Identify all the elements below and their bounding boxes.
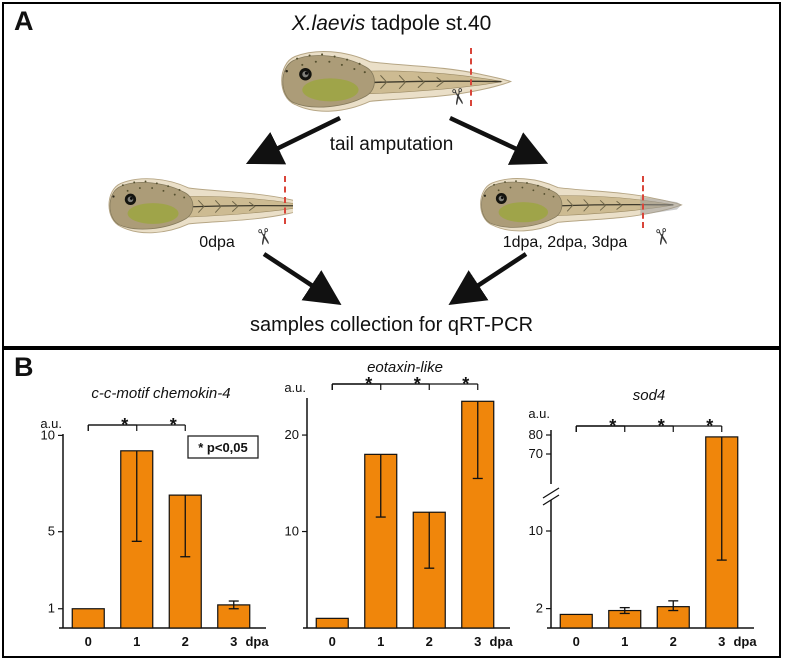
tadpole-0dpa [98,172,317,243]
amputation-line [284,176,286,224]
svg-text:2: 2 [426,634,433,649]
svg-text:80: 80 [529,427,543,442]
svg-text:*: * [706,416,713,436]
tadpole-1-3dpa [470,172,690,241]
right-tadpole-label: 1dpa, 2dpa, 3dpa [502,234,628,251]
svg-text:0: 0 [85,634,92,649]
svg-text:1: 1 [48,601,55,616]
svg-text:5: 5 [48,524,55,539]
svg-text:c-c-motif chemokin-4: c-c-motif chemokin-4 [91,385,230,402]
svg-text:dpa: dpa [245,634,269,649]
tadpole-st40 [270,44,520,122]
svg-text:1: 1 [621,634,628,649]
arrow-converge-right [448,252,528,305]
svg-text:a.u.: a.u. [528,406,550,421]
scissors-icon: ✂ [249,225,278,249]
panel-a-title: X.laevis tadpole st.40 [4,12,779,36]
svg-text:2: 2 [182,634,189,649]
svg-text:a.u.: a.u. [284,380,306,395]
left-tadpole-label: 0dpa [199,234,235,251]
svg-text:*: * [462,374,469,394]
arrow-converge-left [262,252,342,305]
scissors-icon: ✂ [443,85,472,109]
svg-text:* p<0,05: * p<0,05 [198,440,248,455]
svg-text:1: 1 [377,634,384,649]
samples-collection-label: samples collection for qRT-PCR [249,314,534,336]
svg-text:10: 10 [285,524,299,539]
scissors-icon: ✂ [647,225,676,249]
svg-text:10: 10 [41,427,55,442]
svg-text:20: 20 [285,427,299,442]
panel-a: A X.laevis tadpole st.40 tail amputation… [2,2,781,348]
flow-arrows [245,115,549,305]
amputation-line [642,176,644,228]
svg-text:eotaxin-like: eotaxin-like [367,359,443,376]
svg-text:3: 3 [474,634,481,649]
svg-text:sod4: sod4 [633,387,666,404]
regenerated-tail [640,196,682,215]
amputation-line [470,48,472,106]
tail-amputation-label: tail amputation [329,134,454,155]
svg-text:3: 3 [230,634,237,649]
arrow-down-right [449,115,549,165]
svg-text:a.u.: a.u. [40,416,62,431]
svg-text:0: 0 [573,634,580,649]
svg-text:dpa: dpa [733,634,757,649]
svg-text:2: 2 [536,601,543,616]
title-rest: tadpole st.40 [365,12,492,35]
svg-text:70: 70 [529,446,543,461]
svg-text:*: * [170,415,177,435]
panel-b-label: B [14,352,34,382]
svg-text:3: 3 [718,634,725,649]
species-name: X.laevis [291,12,366,35]
svg-text:10: 10 [529,523,543,538]
arrow-down-left [245,115,341,165]
svg-text:dpa: dpa [489,634,513,649]
svg-text:2: 2 [670,634,677,649]
svg-text:1: 1 [133,634,140,649]
svg-text:0: 0 [329,634,336,649]
tadpole-illustration [479,177,683,232]
panel-a-label: A [14,6,34,36]
